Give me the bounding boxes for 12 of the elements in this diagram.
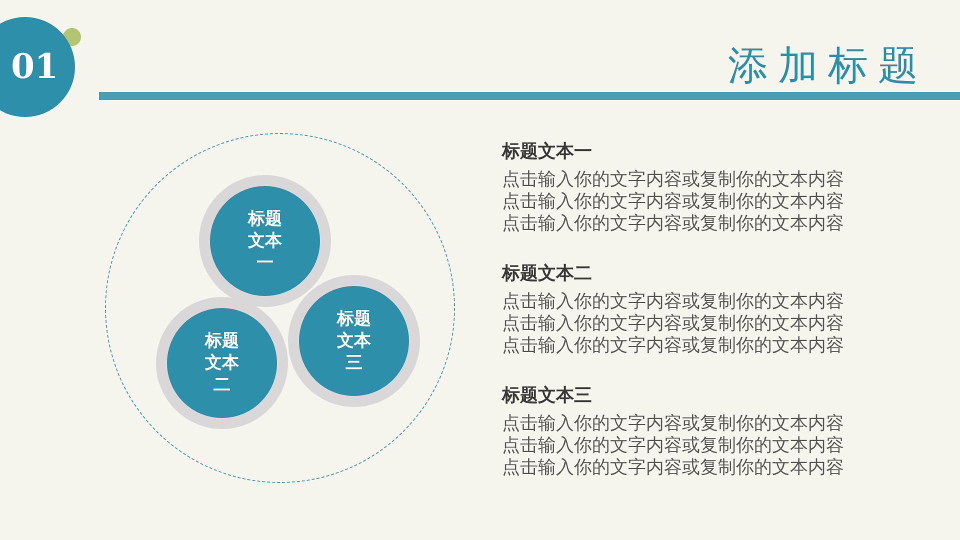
section-heading: 标题文本三: [502, 385, 592, 407]
body-text: 点击输入你的文字内容或复制你的文本内容点击输入你的文字内容或复制你的文本内容点击输入你的文字内容或复制你的文本内容: [502, 291, 845, 357]
circle-label: 标题文本三: [336, 308, 372, 374]
circle-label: 标题文本二: [204, 330, 240, 396]
section-heading: 标题文本一: [502, 141, 592, 163]
dashed-circle: [105, 133, 455, 483]
section-heading: 标题文本二: [502, 263, 592, 285]
step-number: 01: [11, 48, 58, 86]
body-text: 点击输入你的文字内容或复制你的文本内容点击输入你的文字内容或复制你的文本内容点击输入你的文字内容或复制你的文本内容: [502, 413, 845, 479]
circle-label: 标题文本一: [246, 208, 283, 274]
body-text: 点击输入你的文字内容或复制你的文本内容点击输入你的文字内容或复制你的文本内容点击输入你的文字内容或复制你的文本内容: [502, 169, 845, 235]
slide-title: 添加标题: [728, 42, 928, 90]
